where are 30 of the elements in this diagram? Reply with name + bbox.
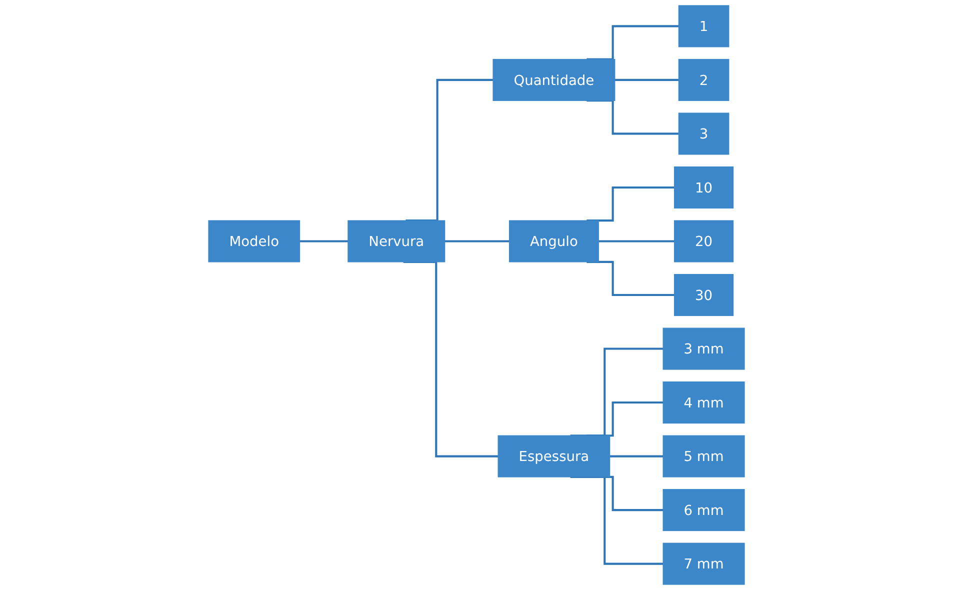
node-box: Nervura bbox=[348, 220, 446, 262]
node-box: 7 mm bbox=[662, 542, 745, 585]
node-box: 30 bbox=[674, 274, 734, 316]
connector bbox=[586, 401, 664, 437]
node-box: 1 bbox=[678, 5, 730, 48]
node-box: Modelo bbox=[208, 220, 300, 262]
node-box: 20 bbox=[674, 220, 734, 262]
connector bbox=[406, 78, 494, 222]
node-box: 3 bbox=[678, 112, 730, 155]
connector bbox=[586, 100, 679, 135]
connector bbox=[570, 476, 664, 565]
connector bbox=[403, 260, 498, 458]
connector bbox=[586, 25, 679, 60]
connector bbox=[444, 240, 510, 242]
node-box: 4 mm bbox=[662, 382, 745, 424]
connector bbox=[586, 260, 674, 296]
node-box: 10 bbox=[674, 166, 734, 208]
connector bbox=[570, 348, 664, 437]
node-box: 5 mm bbox=[662, 435, 745, 478]
connector bbox=[586, 186, 674, 222]
node-box: Angulo bbox=[508, 220, 599, 262]
node-box: 2 bbox=[678, 58, 730, 101]
connector bbox=[610, 455, 664, 458]
node-box: 3 mm bbox=[662, 328, 745, 370]
connector bbox=[614, 78, 679, 81]
node-box: Espessura bbox=[498, 435, 610, 478]
connector bbox=[300, 240, 348, 242]
node-box: Quantidade bbox=[492, 58, 616, 101]
connector bbox=[598, 240, 674, 242]
node-box: 6 mm bbox=[662, 489, 745, 532]
